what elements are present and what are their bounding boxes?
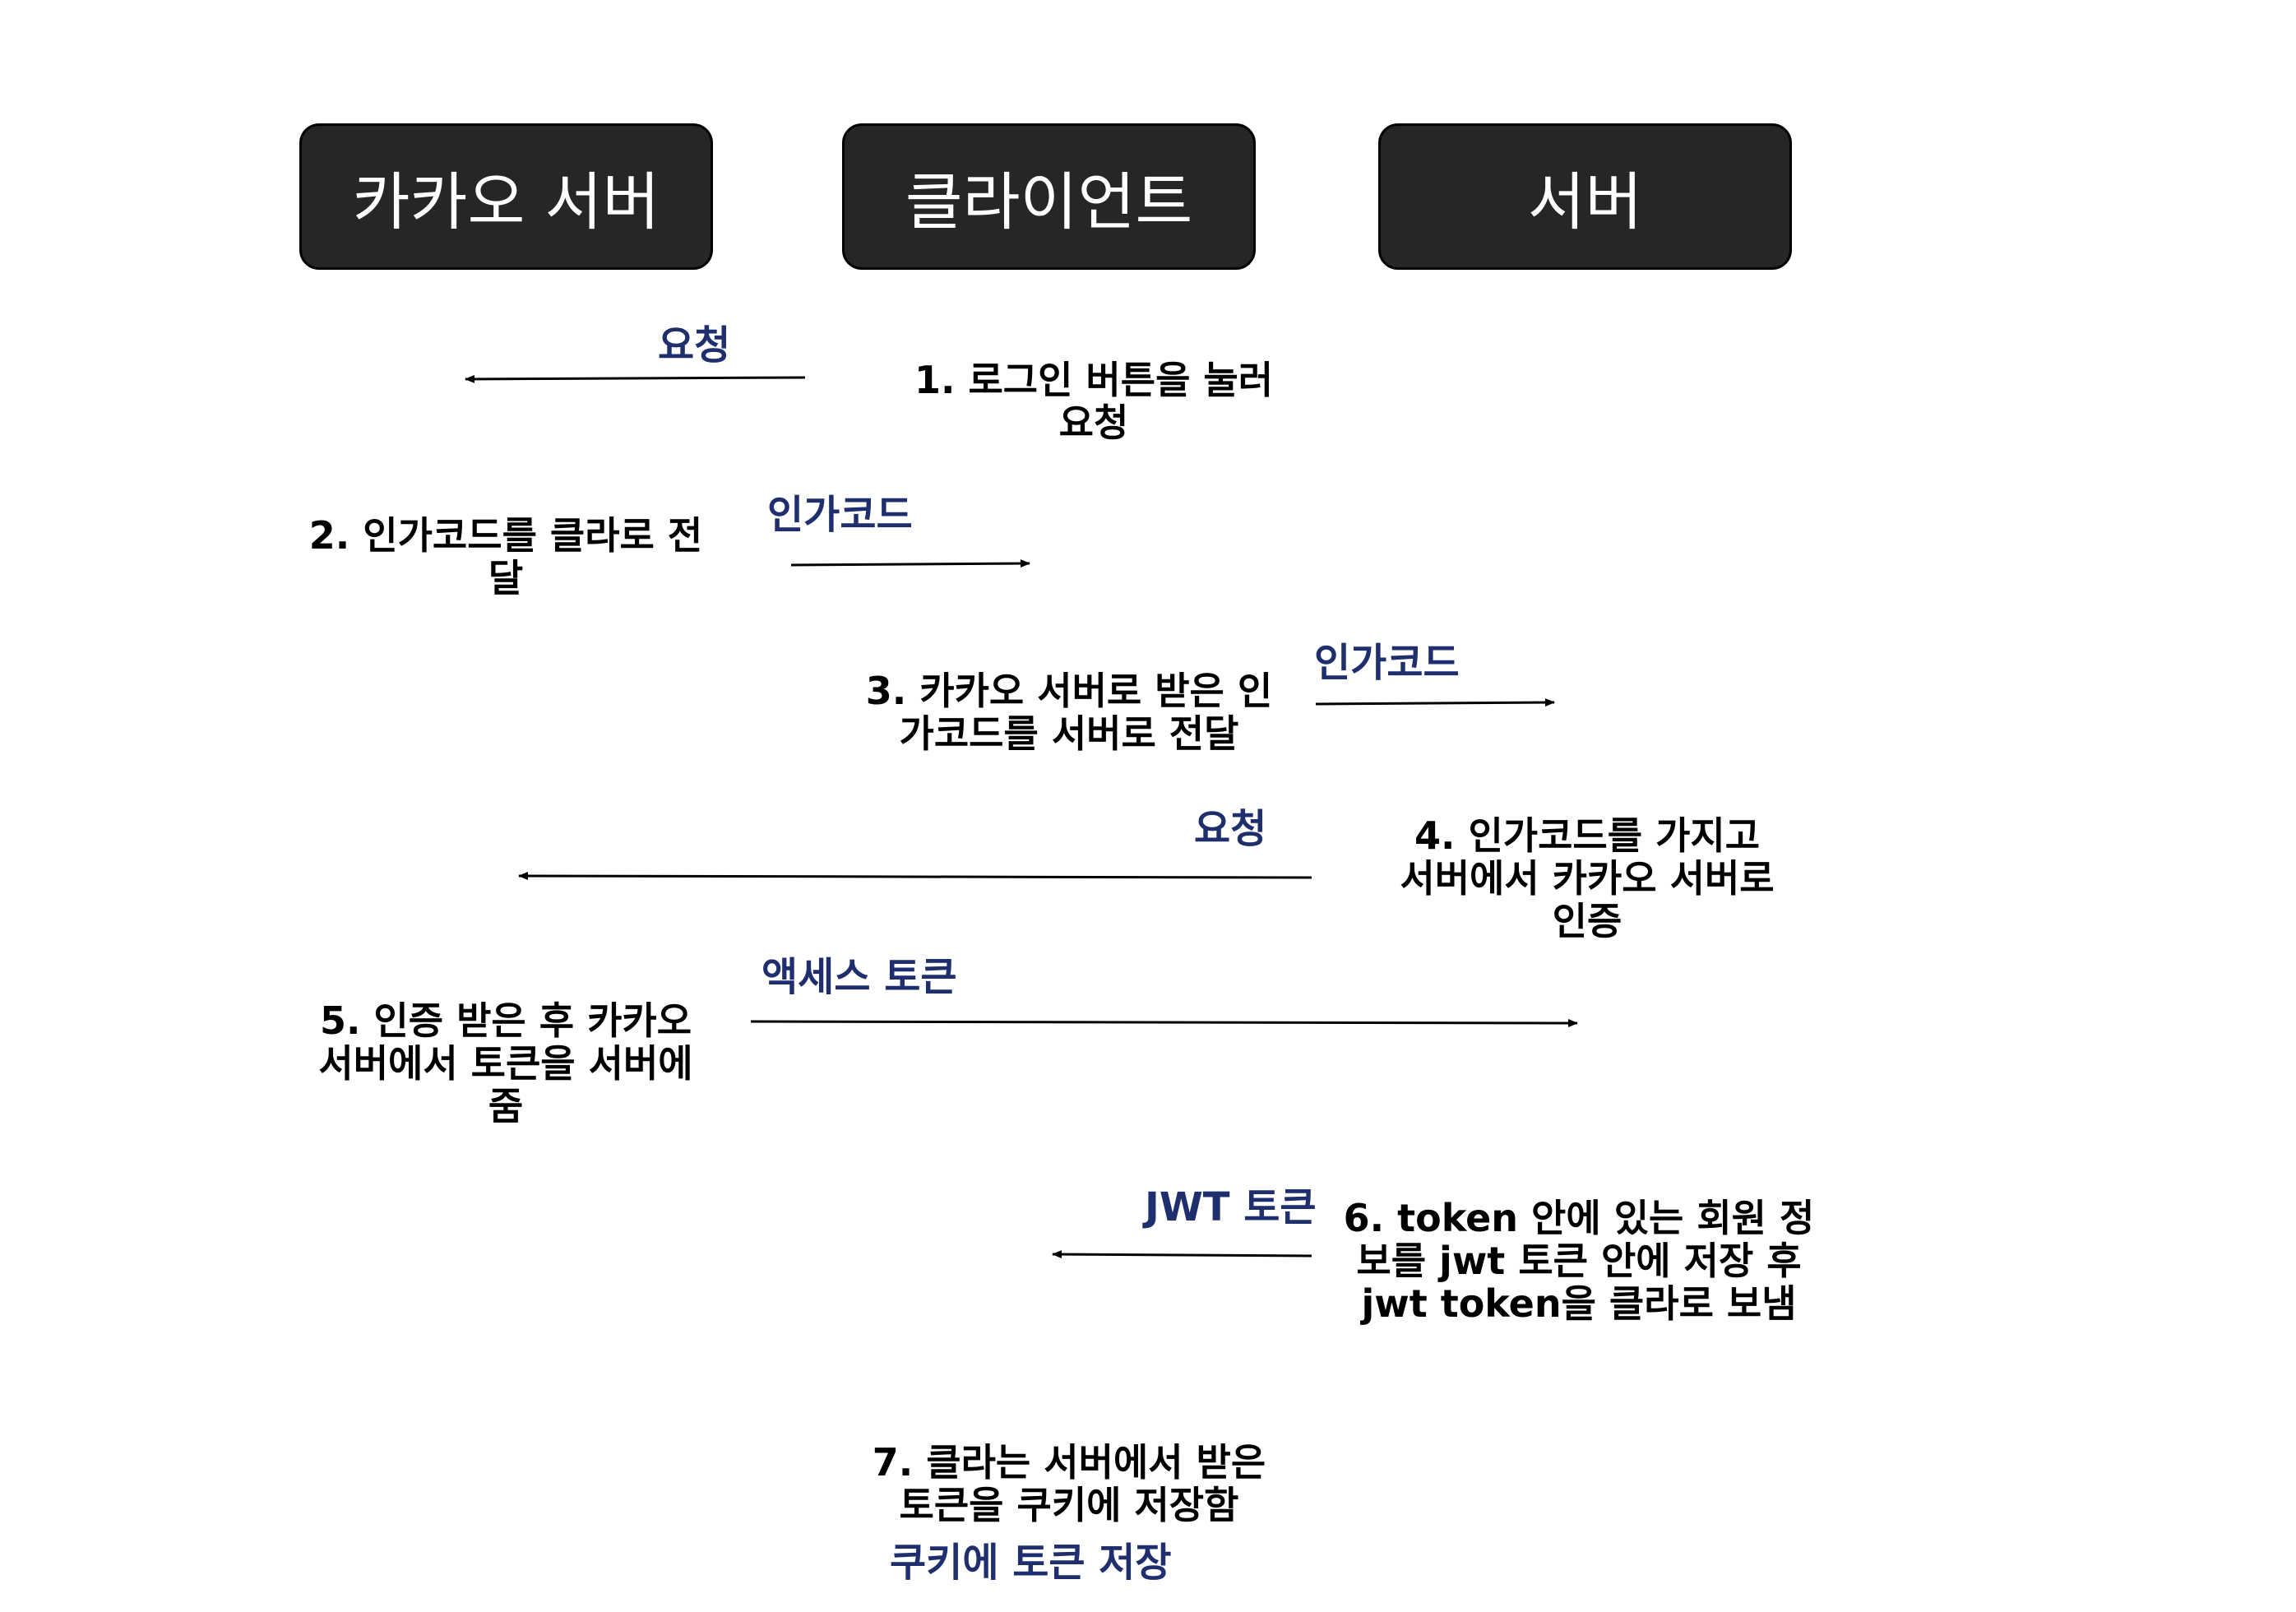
actor-client-label: 클라이언트 — [905, 165, 1193, 239]
actor-server: 서버 — [1378, 123, 1792, 270]
step-7-text: 7. 클라는 서버에서 받은 토큰을 쿠키에 저장함 — [872, 1440, 1266, 1527]
step-1-text: 1. 로그인 버튼을 눌러 요청 — [914, 358, 1274, 445]
step-6-text: 6. token 안에 있는 회원 정 보를 jwt 토큰 안에 저장 후 jw… — [1343, 1196, 1815, 1326]
arrow-step-4 — [518, 872, 1312, 881]
arrow-step-2 — [790, 559, 1030, 568]
step-2-text: 2. 인가코드를 클라로 전 달 — [308, 513, 703, 600]
arrow-step-3 — [1315, 698, 1555, 707]
step-4-text: 4. 인가코드를 가지고 서버에서 카카오 서버로 인증 — [1400, 813, 1775, 943]
label-auth-code-1: 인가코드 — [767, 492, 913, 538]
actor-kakao-server-label: 카카오 서버 — [352, 165, 660, 239]
step-3-text: 3. 카카오 서버로 받은 인 가코드를 서버로 전달 — [865, 669, 1273, 756]
label-request-1: 요청 — [658, 322, 731, 368]
arrow-step-5 — [750, 1018, 1578, 1027]
actor-server-label: 서버 — [1527, 165, 1643, 239]
arrow-step-1 — [465, 374, 806, 383]
label-auth-code-2: 인가코드 — [1314, 640, 1460, 686]
step-5-text: 5. 인증 받은 후 카카오 서버에서 토큰을 서버에 줌 — [318, 998, 693, 1128]
label-jwt-token: JWT 토큰 — [1145, 1184, 1317, 1230]
label-access-token: 액세스 토큰 — [761, 954, 957, 1000]
actor-kakao-server: 카카오 서버 — [299, 123, 713, 270]
arrow-step-6 — [1052, 1250, 1312, 1259]
label-cookie-save: 쿠키에 토큰 저장 — [890, 1540, 1172, 1586]
actor-client: 클라이언트 — [842, 123, 1256, 270]
label-request-2: 요청 — [1194, 806, 1267, 852]
